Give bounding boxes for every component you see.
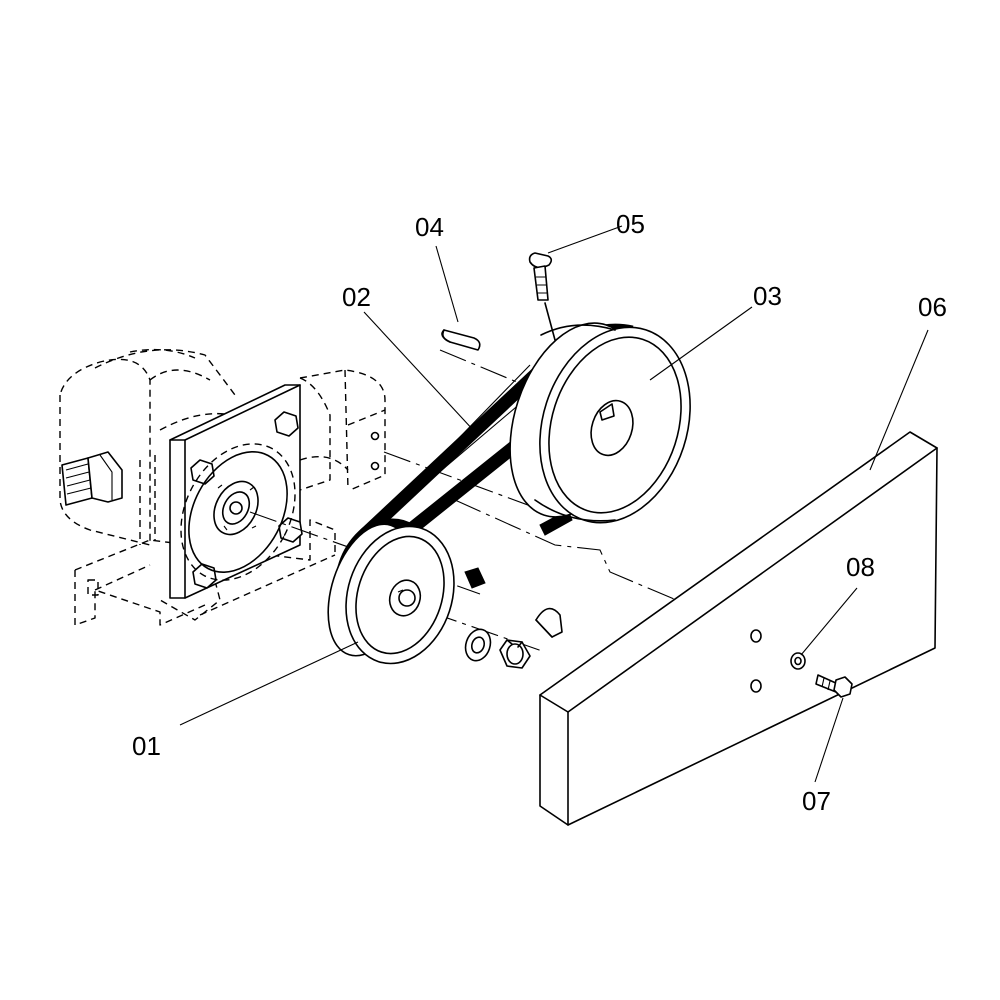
guard-washer <box>790 652 806 670</box>
label-04: 04 <box>415 212 444 242</box>
label-07: 07 <box>802 786 831 816</box>
label-01: 01 <box>132 731 161 761</box>
part-labels: 01 02 03 04 05 06 07 08 <box>132 209 947 816</box>
lock-washer <box>464 628 492 662</box>
guard-screw <box>815 674 853 698</box>
gearbox-output-shaft <box>180 443 296 581</box>
label-08: 08 <box>846 552 875 582</box>
leader-lines <box>179 225 929 783</box>
large-pulley <box>509 322 691 524</box>
label-06: 06 <box>918 292 947 322</box>
label-02: 02 <box>342 282 371 312</box>
parallel-key <box>441 329 481 351</box>
belt-guard-panel <box>539 431 938 826</box>
pulley-bolt <box>528 252 556 341</box>
label-03: 03 <box>753 281 782 311</box>
small-pulley <box>327 523 455 665</box>
label-05: 05 <box>616 209 645 239</box>
mounting-flange-plate <box>169 384 303 599</box>
woodruff-key <box>535 607 563 638</box>
hex-nut <box>499 639 531 669</box>
